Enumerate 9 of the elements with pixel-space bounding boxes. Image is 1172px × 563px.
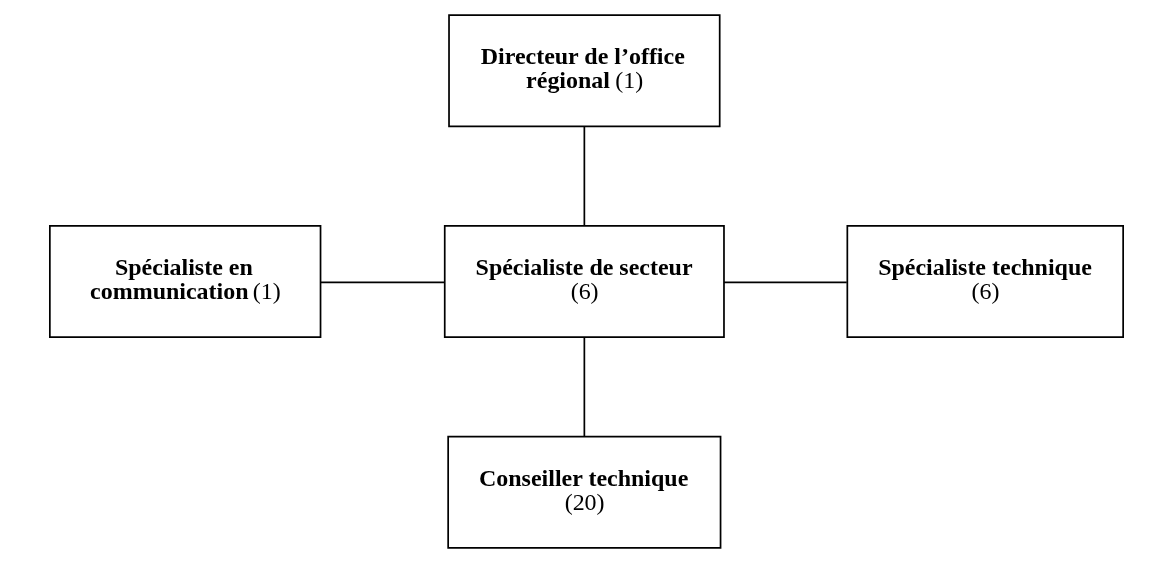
connector — [319, 281, 445, 284]
connector — [722, 281, 848, 284]
node-box: Spécialiste de secteur (6) — [443, 224, 725, 339]
node-box: Conseiller technique (20) — [446, 435, 721, 549]
node-box: Spécialiste en communication (1) — [48, 224, 321, 339]
connector — [583, 336, 585, 437]
connector — [583, 125, 585, 227]
node-box: Spécialiste technique (6) — [845, 224, 1124, 339]
node-box: Directeur de l’office régional (1) — [447, 14, 721, 128]
